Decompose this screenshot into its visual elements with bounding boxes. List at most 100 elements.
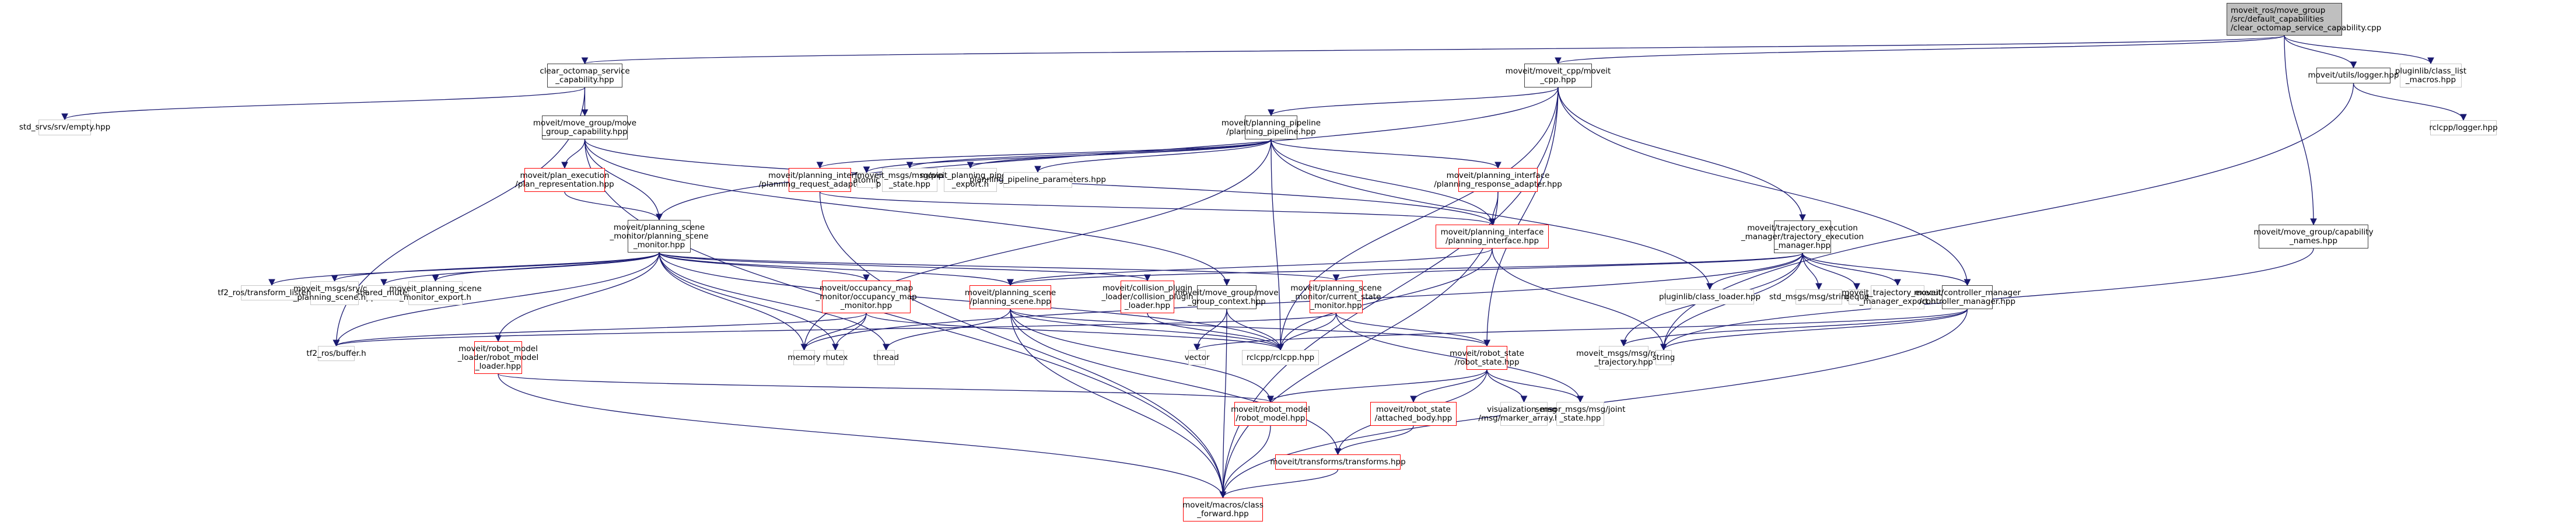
edge-planning_pipeline-to-pipeline_state bbox=[906, 139, 1272, 169]
node-mutex: mutex bbox=[822, 350, 848, 365]
edge-moveit_cpp-to-controller_manager bbox=[1558, 87, 1971, 286]
node-moveit-cpp[interactable]: moveit/moveit_cpp/moveit _cpp.hpp bbox=[1506, 64, 1611, 88]
edge-planning_scene-to-class_forward bbox=[1010, 309, 1227, 499]
edge-robot_model_loader-to-class_forward bbox=[498, 373, 1227, 499]
edge-planning_pipeline-to-pipeline_export bbox=[967, 139, 1272, 169]
node-rclcpp: rclcpp/rclcpp.hpp bbox=[1242, 350, 1319, 365]
node-capability-names[interactable]: moveit/move_group/capability _names.hpp bbox=[2253, 225, 2374, 249]
edge-moveit_cpp-to-psm bbox=[656, 87, 1559, 221]
node-current-state-monitor[interactable]: moveit/planning_scene _monitor/current_s… bbox=[1290, 281, 1382, 313]
node-pipeline-state: moveit_msgs/msg/pipeline _state.hpp bbox=[857, 168, 963, 192]
node-move-group-capability[interactable]: moveit/move_group/move _group_capability… bbox=[533, 116, 636, 139]
edge-attached_body-to-transforms bbox=[1334, 425, 1414, 456]
edge-tem-to-planning_scene bbox=[1007, 253, 1803, 286]
edge-tem-to-memory bbox=[800, 253, 1803, 351]
edge-planning_pipeline-to-rclcpp bbox=[1270, 139, 1284, 351]
node-robot-trajectory: moveit_msgs/msg/robot _trajectory.hpp bbox=[1576, 346, 1671, 370]
edge-occupancy_map-to-memory bbox=[800, 313, 867, 351]
edge-collision_plugin-to-rclcpp bbox=[1147, 313, 1284, 351]
node-collision-plugin-loader[interactable]: moveit/collision_plugin _loader/collisio… bbox=[1101, 281, 1194, 313]
edge-tem-to-tem_export bbox=[1802, 253, 1901, 286]
node-string: string bbox=[1653, 350, 1675, 365]
edge-logger-to-string bbox=[1660, 83, 2354, 351]
edge-current_state_monitor-to-tf2_buffer bbox=[333, 313, 1337, 347]
edge-current_state_monitor-to-joint_state bbox=[1335, 313, 1584, 403]
node-move-group-context[interactable]: moveit/move_group/move _group_context.hp… bbox=[1175, 285, 1279, 309]
edge-current_state_monitor-to-robot_state bbox=[1335, 313, 1490, 347]
node-planning-scene-monitor[interactable]: moveit/planning_scene _monitor/planning_… bbox=[610, 220, 709, 253]
node-clear-octomap-hpp[interactable]: clear_octomap_service _capability.hpp bbox=[540, 64, 630, 88]
node-transforms[interactable]: moveit/transforms/transforms.hpp bbox=[1270, 454, 1406, 470]
edge-planning_pipeline-to-planning_response_adapter bbox=[1270, 139, 1502, 169]
node-vector: vector bbox=[1185, 350, 1209, 365]
node-pipeline-parameters: planning_pipeline_parameters.hpp bbox=[970, 172, 1106, 188]
node-class-loader: pluginlib/class_loader.hpp bbox=[1659, 289, 1760, 304]
node-class-forward[interactable]: moveit/macros/class _forward.hpp bbox=[1182, 498, 1264, 522]
node-planning-request-adapter[interactable]: moveit/planning_interface /planning_requ… bbox=[759, 168, 881, 192]
edge-psm-to-planning_scene bbox=[659, 252, 1014, 286]
node-psm-export: moveit_planning_scene _monitor_export.h bbox=[389, 281, 482, 305]
edge-root-to-moveit_cpp bbox=[1555, 35, 2285, 65]
edge-psm-to-psm_export bbox=[432, 252, 660, 282]
edge-root-to-capability_names bbox=[2284, 35, 2317, 226]
edge-robot_state-to-attached_body bbox=[1410, 369, 1488, 403]
node-atomic: atomic bbox=[853, 173, 880, 188]
edge-psm-to-tf2_buffer bbox=[332, 252, 660, 347]
node-planning-interface[interactable]: moveit/planning_interface /planning_inte… bbox=[1436, 225, 1549, 249]
node-shared-mutex: shared_mutex bbox=[356, 285, 412, 300]
edge-occupancy_map-to-tf2_buffer bbox=[332, 313, 867, 347]
edge-current_state_monitor-to-rclcpp bbox=[1277, 313, 1337, 351]
edge-robot_state-to-marker_array bbox=[1486, 369, 1528, 403]
node-root-source-file[interactable]: moveit_ros/move_group /src/default_capab… bbox=[2227, 3, 2381, 36]
edge-move_group_context-to-rclcpp bbox=[1226, 309, 1284, 351]
edge-robot_state-to-robot_model bbox=[1267, 369, 1488, 403]
edge-moveit_cpp-to-tem bbox=[1558, 87, 1806, 222]
node-robot-model[interactable]: moveit/robot_model /robot_model.hpp bbox=[1231, 402, 1310, 426]
edge-occupancy_map-to-rclcpp bbox=[866, 313, 1284, 351]
edge-robot_model-to-class_forward bbox=[1219, 425, 1271, 499]
node-marker-array: visualization_msgs /msg/marker_array.hpp bbox=[1478, 402, 1570, 426]
node-robot-model-loader[interactable]: moveit/robot_model _loader/robot_model _… bbox=[458, 341, 538, 374]
node-attached-body[interactable]: moveit/robot_state /attached_body.hpp bbox=[1370, 402, 1457, 426]
edge-planning_pipeline-to-planning_request_adapter bbox=[816, 139, 1272, 169]
node-logger[interactable]: moveit/utils/logger.hpp bbox=[2308, 68, 2399, 83]
edge-planning_request_adapter-to-class_forward bbox=[819, 191, 1227, 499]
edge-robot_state-to-joint_state bbox=[1486, 369, 1584, 403]
edge-planning_scene-to-transforms bbox=[1010, 309, 1342, 456]
node-std-srvs-empty: std_srvs/srv/empty.hpp bbox=[19, 120, 110, 135]
edge-psm-to-transform_listener bbox=[268, 252, 660, 286]
node-planning-response-adapter[interactable]: moveit/planning_interface /planning_resp… bbox=[1434, 168, 1562, 192]
edge-tem-to-std_string bbox=[1802, 253, 1822, 290]
edge-move_group_capability-to-plan_representation bbox=[561, 139, 586, 169]
node-pipeline-export: moveit_planning_pipeline _export.h bbox=[920, 168, 1021, 192]
edge-move_group_capability-to-move_group_context bbox=[584, 139, 1230, 286]
node-std-msgs-string: std_msgs/msg/string.hpp bbox=[1769, 289, 1868, 304]
edge-moveit_cpp-to-robot_state bbox=[1483, 87, 1559, 347]
edge-robot_model_loader-to-robot_model bbox=[498, 373, 1274, 403]
node-robot-state[interactable]: moveit/robot_state /robot_state.hpp bbox=[1450, 346, 1524, 370]
edge-planning_pipeline-to-class_loader bbox=[1270, 139, 1713, 290]
edge-tem-to-deque bbox=[1802, 253, 1860, 290]
node-tf2-buffer: tf2_ros/buffer.h bbox=[306, 346, 366, 361]
edge-psm-to-thread bbox=[659, 252, 890, 351]
edge-planning_response_adapter-to-class_forward bbox=[1219, 191, 1499, 499]
node-plan-representation[interactable]: moveit/plan_execution /plan_representati… bbox=[515, 168, 614, 192]
edge-moveit_cpp-to-planning_pipeline bbox=[1268, 87, 1559, 117]
node-transform-listener: tf2_ros/transform_listener.h bbox=[218, 285, 326, 300]
edge-move_group_context-to-class_forward bbox=[1219, 309, 1227, 499]
node-planning-scene[interactable]: moveit/planning_scene /planning_scene.hp… bbox=[965, 285, 1056, 309]
edge-tem-to-controller_manager bbox=[1802, 253, 1971, 286]
node-occupancy-map-monitor[interactable]: moveit/occupancy_map _monitor/occupancy_… bbox=[816, 281, 917, 313]
edge-psm-to-memory bbox=[659, 252, 808, 351]
edge-psm-to-get_planning_scene bbox=[331, 252, 660, 282]
node-thread: thread bbox=[873, 350, 899, 365]
edge-moveit_cpp-to-rclcpp bbox=[1277, 87, 1559, 351]
node-controller-manager[interactable]: moveit/controller_manager /controller_ma… bbox=[1914, 285, 2021, 309]
node-planning-pipeline[interactable]: moveit/planning_pipeline /planning_pipel… bbox=[1222, 116, 1321, 139]
node-trajectory-execution-manager[interactable]: moveit/trajectory_execution _manager/tra… bbox=[1741, 220, 1864, 253]
edge-planning_interface-to-rclcpp bbox=[1277, 248, 1493, 351]
edge-tem-to-class_loader bbox=[1706, 253, 1803, 290]
node-deque: deque bbox=[1845, 289, 1869, 304]
edge-root-to-class_list_macros bbox=[2284, 35, 2434, 65]
